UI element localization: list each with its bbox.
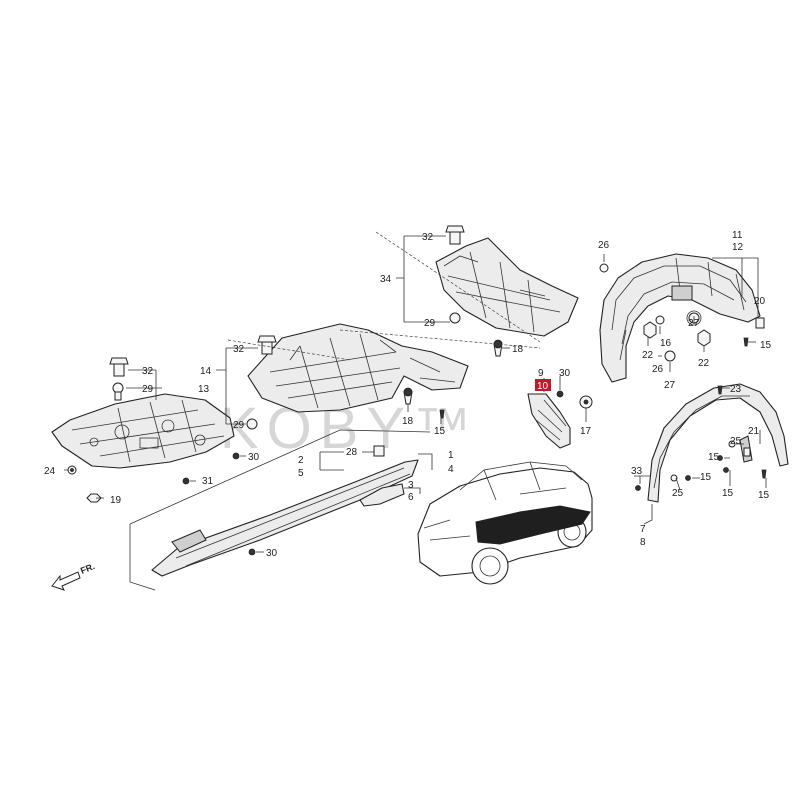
sill-front-piece[interactable]: [359, 483, 405, 507]
callout-27: 27: [688, 318, 700, 329]
rear-undercover[interactable]: [435, 237, 579, 337]
callout-15: 15: [758, 490, 770, 501]
callout-34: 34: [380, 274, 392, 285]
callout-12: 12: [732, 242, 744, 253]
callout-2: 2: [298, 455, 304, 466]
callout-3: 3: [408, 480, 414, 491]
callout-1: 1: [448, 450, 454, 461]
callout-29: 29: [424, 318, 436, 329]
leader-lines: [64, 235, 767, 553]
callout-17: 17: [580, 426, 592, 437]
callout-13: 13: [198, 384, 210, 395]
callout-labels: 32 29 13 24 19 30 31 32 14 29 18 15 32 3…: [44, 230, 772, 559]
front-direction-marker: FR.: [51, 561, 96, 591]
callout-18: 18: [512, 344, 524, 355]
callout-32: 32: [422, 232, 434, 243]
callout-22: 22: [698, 358, 710, 369]
callout-14: 14: [200, 366, 212, 377]
callout-22: 22: [642, 350, 654, 361]
callout-29: 29: [233, 420, 245, 431]
fr-label: FR.: [79, 561, 96, 576]
callout-23: 23: [730, 384, 742, 395]
callout-4: 4: [448, 464, 454, 475]
side-sill-garnish[interactable]: [151, 459, 419, 577]
mud-guard[interactable]: [527, 393, 571, 449]
callout-25: 25: [672, 488, 684, 499]
fasteners: [67, 225, 767, 556]
callout-20: 20: [754, 296, 766, 307]
wheel-arch-molding[interactable]: [647, 383, 789, 503]
callout-27: 27: [664, 380, 676, 391]
callout-7: 7: [640, 524, 646, 535]
rear-fender-liner[interactable]: [599, 253, 761, 383]
callout-25: 25: [730, 436, 742, 447]
callout-32: 32: [142, 366, 154, 377]
callout-15: 15: [708, 452, 720, 463]
callout-30: 30: [559, 368, 571, 379]
callout-26: 26: [652, 364, 664, 375]
callout-31: 31: [202, 476, 214, 487]
callout-33: 33: [631, 466, 643, 477]
callout-32: 32: [233, 344, 245, 355]
front-undercover[interactable]: [51, 393, 235, 469]
reference-lines: [227, 231, 541, 361]
callout-16: 16: [660, 338, 672, 349]
callout-9: 9: [538, 368, 544, 379]
callout-11: 11: [732, 230, 743, 241]
callout-21: 21: [748, 426, 760, 437]
callout-28: 28: [346, 447, 358, 458]
callout-10-highlight: [535, 379, 551, 391]
front-main-undercover[interactable]: [247, 323, 469, 413]
callout-19: 19: [110, 495, 122, 506]
callout-15: 15: [760, 340, 772, 351]
callout-8: 8: [640, 537, 646, 548]
callout-10: 10: [537, 381, 549, 392]
callout-15: 15: [434, 426, 446, 437]
sill-group-frame: [129, 429, 431, 591]
callout-30: 30: [248, 452, 260, 463]
callout-24: 24: [44, 466, 56, 477]
callout-15: 15: [722, 488, 734, 499]
callout-30: 30: [266, 548, 278, 559]
vehicle-illustration: [417, 461, 593, 585]
callout-29: 29: [142, 384, 154, 395]
callout-26: 26: [598, 240, 610, 251]
callout-18: 18: [402, 416, 414, 427]
callout-5: 5: [298, 468, 304, 479]
callout-6: 6: [408, 492, 414, 503]
callout-15: 15: [700, 472, 712, 483]
